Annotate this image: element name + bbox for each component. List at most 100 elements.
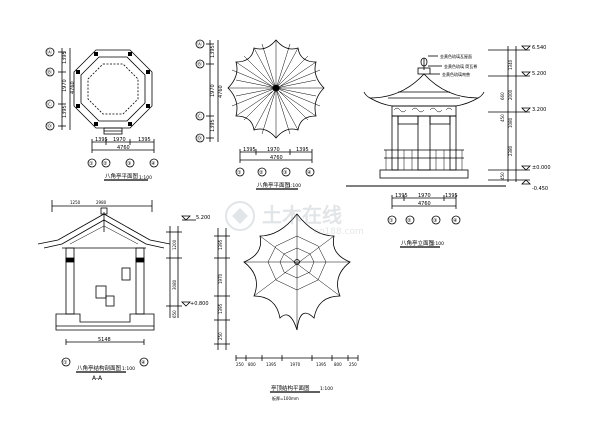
plan-dim-bottom-3: 1395 [138, 137, 151, 143]
section-level-5200: 5.200 [196, 215, 210, 221]
plan-axis-3: ③ [127, 161, 131, 167]
roof-dim-left-3: 1395 [210, 119, 216, 132]
rs-dim-left-2: 1970 [218, 273, 223, 284]
plan-dim-left-3: 1395 [62, 105, 68, 118]
rs-dim-bottom-4: 1970 [290, 362, 301, 367]
elev-dim-right-7: 450 [500, 172, 505, 180]
roof-plan-labels: 1395 1970 1395 4760 1395 1970 1395 4760 … [197, 41, 312, 189]
elevation-title: 八角亭立面图 [401, 239, 435, 247]
elev-dim-right-5: 1080 [508, 117, 513, 128]
watermark-logo-icon [225, 201, 255, 231]
section-dim-top-2: 2980 [96, 200, 107, 205]
roof-plan-title: 八角亭平面图 [257, 181, 291, 189]
roof-structure-scale: 1:100 [320, 386, 333, 392]
roof-axis-1: ① [237, 170, 242, 176]
section-labels: 5.200 +0.800 1250 2980 1200 3080 650 514… [63, 200, 210, 382]
plan-title: 八角亭平面图 [105, 172, 139, 180]
elev-dim-right-3: 660 [500, 92, 505, 100]
roof-axis-2: ② [259, 170, 264, 176]
section-dim-top-1: 1250 [70, 200, 81, 205]
plan-dim-bottom-2: 1970 [113, 137, 126, 143]
roof-structure-note: 板厚=100mm [272, 395, 299, 401]
plan-dim-left-total: 4760 [70, 81, 76, 94]
section-dim-bottom: 5148 [98, 337, 111, 343]
structural-section-view [37, 200, 196, 373]
plan-scale: 1:100 [139, 175, 152, 181]
section-dim-right-2: 3080 [172, 279, 177, 290]
elev-note-3: 金黄色琉璃吻兽 [442, 71, 470, 77]
rs-dim-bottom-1: 250 [236, 362, 244, 367]
plan-axis-c: Ⓒ [47, 101, 52, 108]
roof-plan-scale: 1:100 [288, 183, 301, 189]
rs-dim-bottom-3: 1395 [266, 362, 277, 367]
plan-dim-left-1: 1395 [62, 51, 68, 64]
plan-axis-b: Ⓑ [47, 69, 52, 76]
plan-axis-4: ④ [151, 161, 156, 167]
pavilion-plan-view [45, 47, 159, 181]
elev-axis-1: ① [389, 218, 394, 224]
level-0000: ±0.000 [532, 165, 551, 171]
roof-plan-view [195, 39, 325, 190]
watermark: 土木在线 co188.com [225, 201, 364, 237]
elev-dim-right-4: 450 [500, 114, 505, 122]
level-neg0450: -0.450 [532, 186, 548, 192]
roof-axis-d: Ⓓ [197, 135, 202, 142]
roof-axis-a: Ⓐ [197, 41, 202, 48]
elev-axis-3: ③ [433, 218, 437, 224]
elev-dim-right-6: 2380 [508, 145, 513, 156]
section-level-0800: +0.800 [190, 301, 209, 307]
section-dim-right-1: 1200 [172, 239, 177, 250]
level-3200: 3.200 [532, 107, 546, 113]
section-title: 八角亭结构剖面图 [77, 364, 122, 372]
section-cut-label: A-A [92, 375, 103, 382]
roof-dim-bottom-2: 1970 [267, 147, 280, 153]
rs-dim-left-1: 1395 [218, 239, 223, 250]
level-6540: 6.540 [532, 45, 546, 51]
roof-structure-plan-view [214, 213, 359, 393]
section-scale: 1:100 [122, 366, 135, 372]
plan-axis-d: Ⓓ [47, 123, 52, 130]
elev-dim-right-2: 2000 [508, 89, 513, 100]
elev-dim-bottom-2: 1970 [418, 193, 431, 199]
roof-dim-bottom-total: 4760 [270, 155, 283, 161]
roof-dim-bottom-3: 1395 [296, 147, 309, 153]
plan-axis-1: ① [89, 161, 94, 167]
pavilion-elevation-view [346, 45, 531, 248]
roof-axis-b: Ⓑ [197, 61, 202, 68]
roof-structure-labels: 1395 1970 1395 250 250 800 1395 1970 139… [218, 239, 357, 401]
watermark-text: 土木在线 [262, 203, 342, 227]
elev-axis-4: ④ [453, 218, 458, 224]
roof-structure-title: 亭顶结构平面图 [271, 384, 310, 392]
elev-note-2: 金黄色琉璃 筒瓦脊 [444, 63, 477, 69]
rs-dim-bottom-6: 800 [334, 362, 342, 367]
elev-note-1: 金黄色琉璃瓦屋面 [440, 53, 472, 59]
roof-dim-left-total: 4760 [218, 85, 224, 98]
elev-dim-right-1: 1340 [508, 59, 513, 70]
plan-dim-bottom-total: 4760 [117, 145, 130, 151]
plan-dim-bottom-1: 1395 [95, 137, 108, 143]
rs-dim-bottom-7: 250 [349, 362, 357, 367]
elevation-labels: 6.540 5.200 3.200 ±0.000 -0.450 1340 200… [389, 45, 551, 247]
elev-dim-bottom-1: 1395 [395, 193, 408, 199]
level-5200: 5.200 [532, 71, 546, 77]
section-axis-1: ① [63, 360, 68, 366]
roof-axis-c: Ⓒ [197, 113, 202, 120]
rs-dim-bottom-5: 1395 [316, 362, 327, 367]
section-dim-right-3: 650 [172, 310, 177, 318]
plan-axis-2: ② [103, 161, 108, 167]
roof-axis-3: ③ [283, 170, 287, 176]
elev-axis-2: ② [407, 218, 412, 224]
roof-dim-left-2: 1970 [210, 84, 216, 97]
elevation-scale: 1:100 [431, 241, 444, 247]
rs-dim-bottom-2: 800 [248, 362, 256, 367]
pavilion-plan-labels: 1395 1970 1395 4760 1395 1970 1395 4760 … [47, 49, 156, 181]
roof-dim-left-1: 1395 [210, 45, 216, 58]
roof-dim-bottom-1: 1395 [243, 147, 256, 153]
rs-dim-left-3: 1395 [218, 303, 223, 314]
plan-dim-left-2: 1970 [62, 79, 68, 92]
elev-dim-bottom-3: 1395 [445, 193, 458, 199]
roof-axis-4: ④ [307, 170, 312, 176]
plan-axis-a: Ⓐ [47, 49, 52, 56]
